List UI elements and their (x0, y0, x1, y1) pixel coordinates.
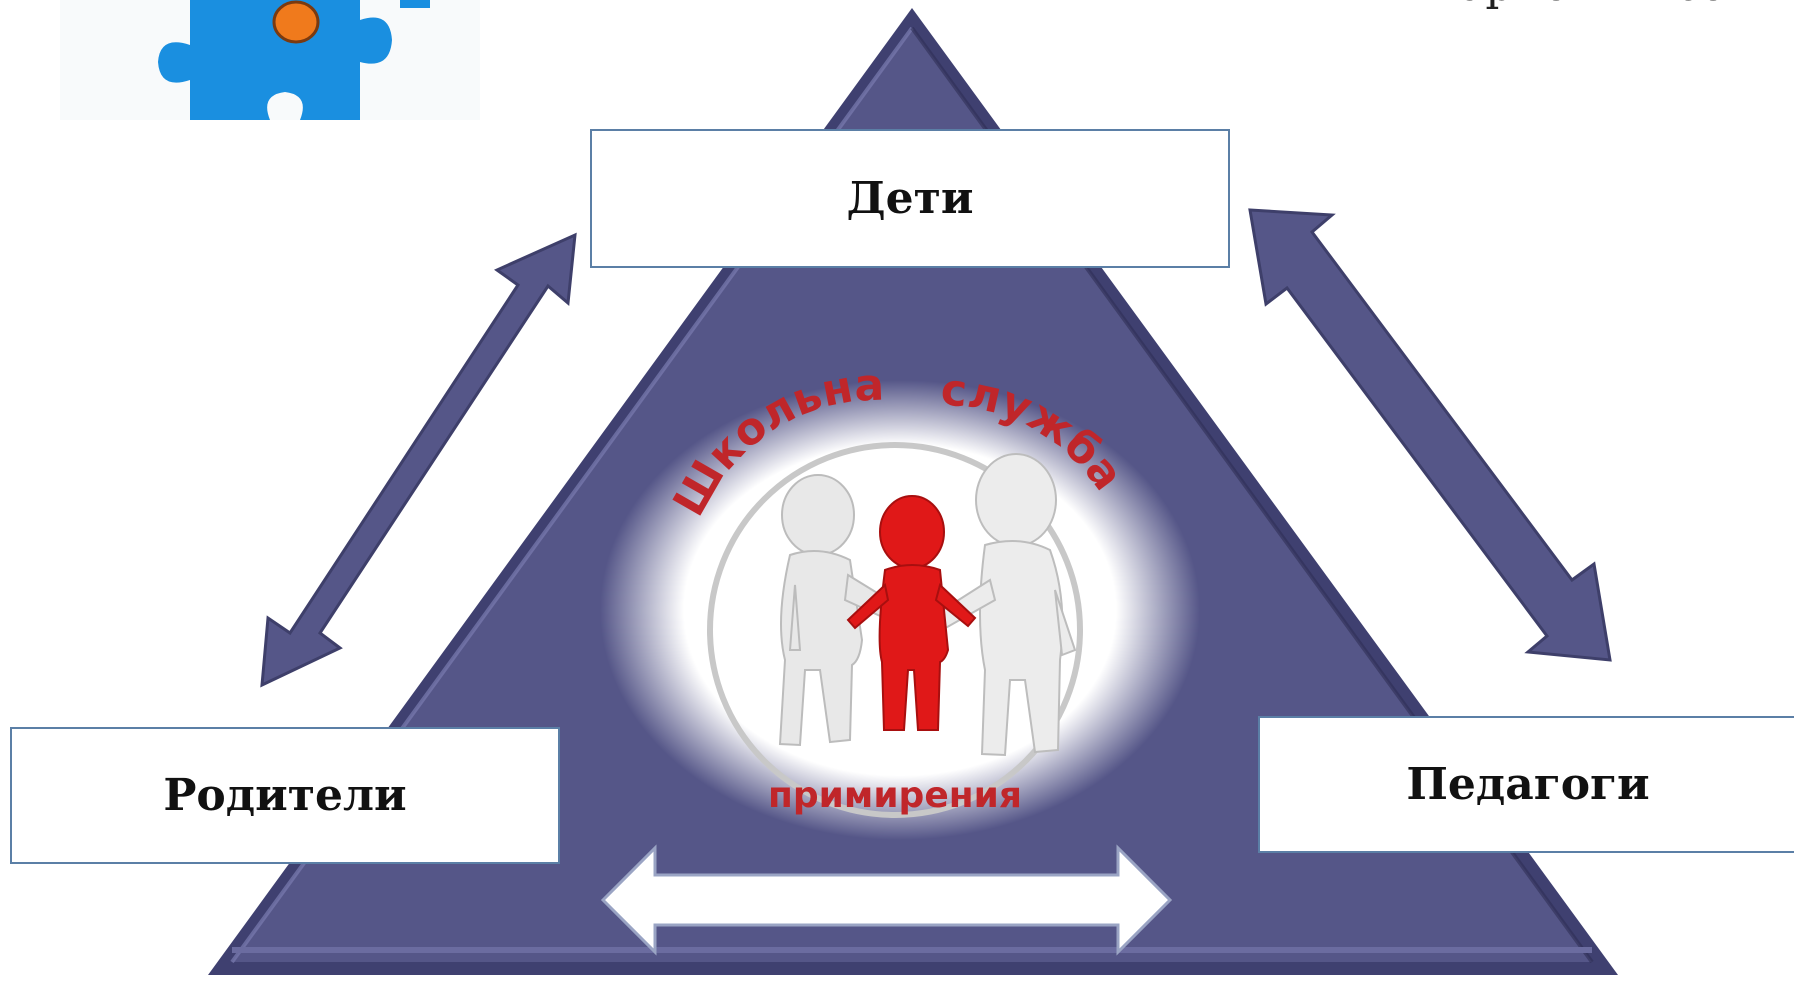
node-children-label: Дети (846, 173, 974, 224)
double-arrow-bottom (600, 844, 1173, 956)
node-parents-label: Родители (163, 770, 407, 821)
cropped-header-text: чарио Анисов (1430, 0, 1751, 11)
node-teachers-label: Педагоги (1406, 759, 1650, 810)
figure-center-red (846, 495, 977, 731)
node-parents: Родители (10, 727, 560, 864)
logo-text-reconciliation: примирения (768, 775, 1022, 816)
node-teachers: Педагоги (1258, 716, 1794, 853)
double-arrow-left (260, 232, 577, 688)
double-arrow-right (1248, 208, 1612, 662)
figure-right (933, 453, 1077, 757)
node-children: Дети (590, 129, 1230, 268)
puzzle-icon (60, 0, 480, 120)
